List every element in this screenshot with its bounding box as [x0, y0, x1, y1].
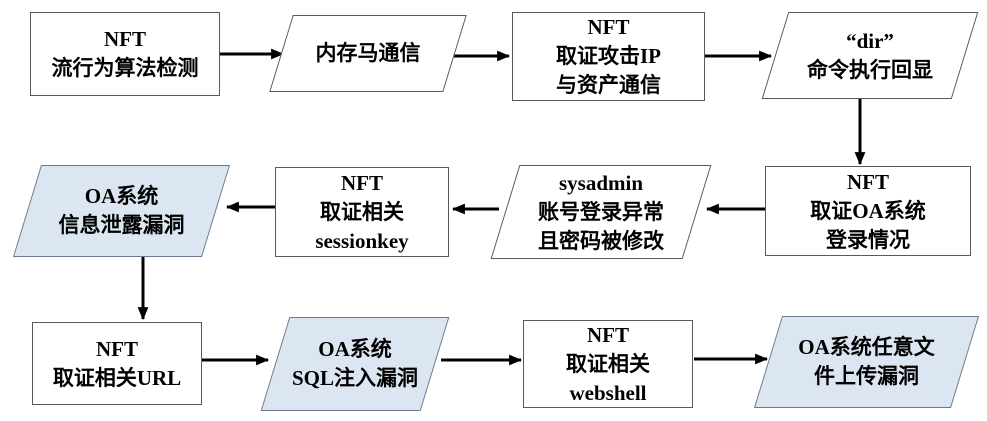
node-line: 与资产通信	[556, 73, 661, 97]
node-line: NFT	[104, 27, 146, 51]
node-line: 且密码被修改	[538, 228, 664, 253]
rectangle-shape	[523, 320, 693, 408]
node-label: OA系统任意文 件上传漏洞	[755, 316, 978, 408]
node-nft-related-url: NFT 取证相关URL	[32, 322, 202, 405]
node-line: 命令执行回显	[807, 57, 933, 82]
node-label: OA系统 SQL注入漏洞	[262, 317, 448, 411]
node-nft-flow-behavior-detection: NFT 流行为算法检测	[30, 12, 220, 96]
node-label: OA系统 信息泄露漏洞	[14, 165, 229, 257]
node-label: 内存马通信	[268, 15, 468, 92]
node-line: 件上传漏洞	[814, 364, 919, 388]
node-line: sysadmin	[558, 170, 644, 195]
node-line: 内存马通信	[315, 41, 421, 65]
rectangle-shape	[32, 322, 202, 405]
node-line: NFT	[96, 336, 138, 361]
node-nft-webshell: NFT 取证相关 webshell	[523, 320, 693, 408]
node-line: 取证相关	[320, 199, 404, 224]
node-line: 账号登录异常	[538, 199, 664, 224]
node-nft-attack-ip-comm: NFT 取证攻击IP 与资产通信	[512, 12, 705, 101]
node-nft-oa-login: NFT 取证OA系统 登录情况	[765, 166, 971, 256]
node-dir-command-echo: “dir” 命令执行回显	[761, 12, 979, 99]
node-line: 取证相关	[566, 351, 650, 376]
node-line: NFT	[587, 15, 630, 39]
node-label: NFT 取证相关 webshell	[523, 320, 693, 408]
node-label: sysadmin 账号登录异常 且密码被修改	[492, 165, 710, 259]
node-label: NFT 取证OA系统 登录情况	[765, 166, 971, 256]
node-nft-sessionkey: NFT 取证相关 sessionkey	[275, 167, 449, 257]
node-line: OA系统	[318, 337, 392, 361]
node-oa-sql-injection-vuln: OA系统 SQL注入漏洞	[260, 317, 450, 411]
node-oa-file-upload-vuln: OA系统任意文 件上传漏洞	[753, 316, 980, 408]
rectangle-shape	[765, 166, 971, 256]
node-line: 取证相关URL	[52, 365, 182, 390]
node-oa-info-leak-vuln: OA系统 信息泄露漏洞	[12, 165, 231, 257]
node-label: NFT 取证攻击IP 与资产通信	[512, 12, 705, 101]
node-line: webshell	[569, 380, 647, 405]
node-line: NFT	[847, 169, 889, 194]
node-line: 登录情况	[826, 227, 910, 252]
node-line: OA系统任意文	[798, 335, 935, 359]
rectangle-shape	[512, 12, 705, 101]
node-line: SQL注入漏洞	[291, 366, 419, 390]
node-line: “dir”	[846, 28, 894, 53]
node-label: NFT 取证相关 sessionkey	[275, 167, 449, 257]
node-label: NFT 取证相关URL	[32, 322, 202, 405]
node-sysadmin-anomaly: sysadmin 账号登录异常 且密码被修改	[490, 165, 712, 259]
node-line: NFT	[587, 322, 629, 347]
node-line: 信息泄露漏洞	[58, 213, 185, 237]
rectangle-shape	[30, 12, 220, 96]
rectangle-shape	[275, 167, 449, 257]
node-line: 流行为算法检测	[51, 56, 199, 80]
node-line: NFT	[341, 170, 383, 195]
node-memory-trojan-comm: 内存马通信	[268, 15, 468, 92]
node-label: NFT 流行为算法检测	[30, 12, 220, 96]
node-line: OA系统	[84, 184, 159, 208]
node-label: “dir” 命令执行回显	[762, 12, 978, 99]
node-line: 取证攻击IP	[556, 44, 661, 68]
node-line: 取证OA系统	[810, 198, 926, 223]
node-line: sessionkey	[315, 228, 409, 253]
